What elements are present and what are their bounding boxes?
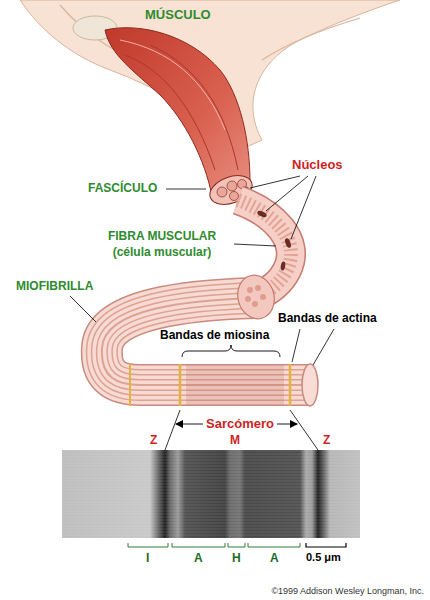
leader-line [266,176,308,211]
band-bracket [172,543,225,547]
myofibril-dot [252,301,258,307]
sarcomere-guide [165,410,180,450]
band-letter: H [232,551,241,565]
band-letter: I [146,551,149,565]
fascicle-circle [230,192,239,201]
myofibril-dot [247,287,253,293]
part-label: Núcleos [292,157,343,173]
part-label: Sarcómero [203,416,277,432]
line-letter: Z [323,433,330,447]
band-letter: A [194,551,203,565]
leader-line [250,176,300,188]
part-label: Bandas de actina [278,311,377,325]
forearm-contour [262,18,360,60]
leader-line [292,329,300,362]
myosin-band-shade [186,365,284,405]
myofibril-dot [260,294,266,300]
micrograph-texture [62,450,360,538]
sarcomere-guide [290,410,318,450]
myofibril-dot [245,296,251,302]
myosin-brace [182,345,280,357]
band-bracket [228,543,245,547]
copyright-note: ©1999 Addison Wesley Longman, Inc. [271,586,424,597]
fiber-section [233,271,279,323]
line-letter: Z [150,433,157,447]
nucleus [284,237,292,248]
leader-line [291,176,316,239]
muscle-belly [105,28,250,196]
band-bracket [248,543,300,547]
nucleus [256,210,267,219]
myofibril-end [302,364,318,406]
muscle-striation [125,55,215,170]
muscle-striation [150,45,238,170]
leader-line [70,296,96,322]
band-letter: A [270,551,279,565]
nucleus [280,261,286,271]
part-label: FIBRA MUSCULAR (célula muscular) [92,228,232,260]
myofibril-dot [255,285,261,291]
fascicle-circle [217,187,227,197]
z-line [179,364,182,406]
part-label: Bandas de miosina [160,328,269,342]
leader-line [313,329,334,365]
leader-line [234,244,276,246]
part-label: MÚSCULO [145,7,211,23]
leader-line [166,189,206,190]
scale-bar [306,543,346,547]
part-label: FASCÍCULO [88,181,157,195]
z-line [129,364,131,406]
line-letter: M [230,433,240,447]
fascicle-circle [227,181,237,191]
part-label: MIOFIBRILLA [16,279,93,293]
muscle-striation [120,40,225,130]
band-bracket [128,543,168,547]
scale-label: 0.5 μm [306,551,341,564]
micrograph [62,450,360,538]
z-line [289,364,292,406]
